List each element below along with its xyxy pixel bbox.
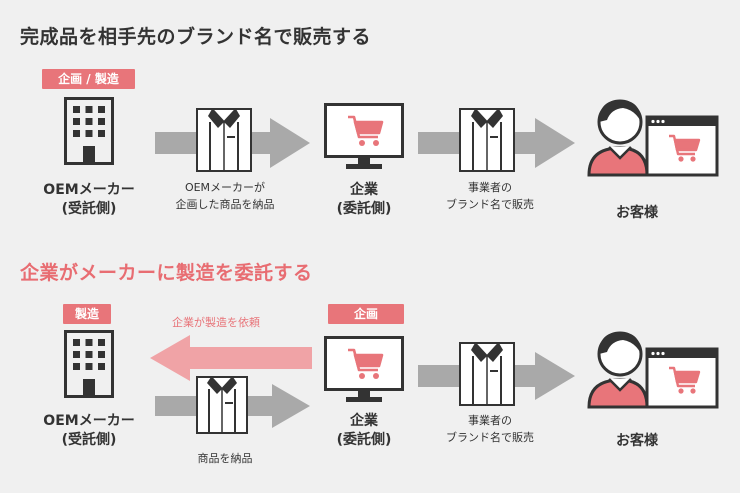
section1-arrow1-text-2: 企画した商品を納品 <box>175 198 275 211</box>
customer-icon <box>587 99 719 177</box>
shirt-icon <box>196 376 248 434</box>
section2-maker-label-2: (受託側) <box>61 432 117 448</box>
section1-arrow2-text-1: 事業者の <box>468 181 512 194</box>
section2-arrow2-text-2: ブランド名で販売 <box>446 431 534 444</box>
section1-maker-label-1: OEMメーカー <box>43 182 135 198</box>
shirt-icon <box>459 342 515 406</box>
section1-heading: 完成品を相手先のブランド名で販売する <box>20 26 372 48</box>
section2-heading: 企業がメーカーに製造を委託する <box>20 262 313 284</box>
customer-icon <box>587 331 719 409</box>
section2-company-label-1: 企業 <box>350 413 378 429</box>
section2-tag-manufacture: 製造 <box>63 304 111 324</box>
section2-tag-plan: 企画 <box>328 304 404 324</box>
building-icon <box>64 97 114 165</box>
monitor-cart-icon <box>324 336 404 402</box>
monitor-cart-icon <box>324 103 404 169</box>
section2-customer-label: お客様 <box>616 433 658 449</box>
shirt-icon <box>196 108 252 172</box>
arrow-request-icon <box>150 335 312 381</box>
section1-arrow2-text-2: ブランド名で販売 <box>446 198 534 211</box>
section1-company-label-2: (委託側) <box>336 201 392 217</box>
section2-deliver-text: 商品を納品 <box>197 452 253 465</box>
section1-tag-plan-manufacture: 企画 / 製造 <box>42 69 135 89</box>
section2-arrow2-text-1: 事業者の <box>468 414 512 427</box>
section2-request-text: 企業が製造を依頼 <box>172 316 260 329</box>
section1-arrow1-text-1: OEMメーカーが <box>184 181 266 194</box>
section2-maker-label-1: OEMメーカー <box>43 413 135 429</box>
shirt-icon <box>459 108 515 172</box>
section1-customer-label: お客様 <box>616 205 658 221</box>
building-icon <box>64 330 114 398</box>
section2-company-label-2: (委託側) <box>336 432 392 448</box>
section1-maker-label-2: (受託側) <box>61 201 117 217</box>
section1-company-label-1: 企業 <box>350 182 378 198</box>
